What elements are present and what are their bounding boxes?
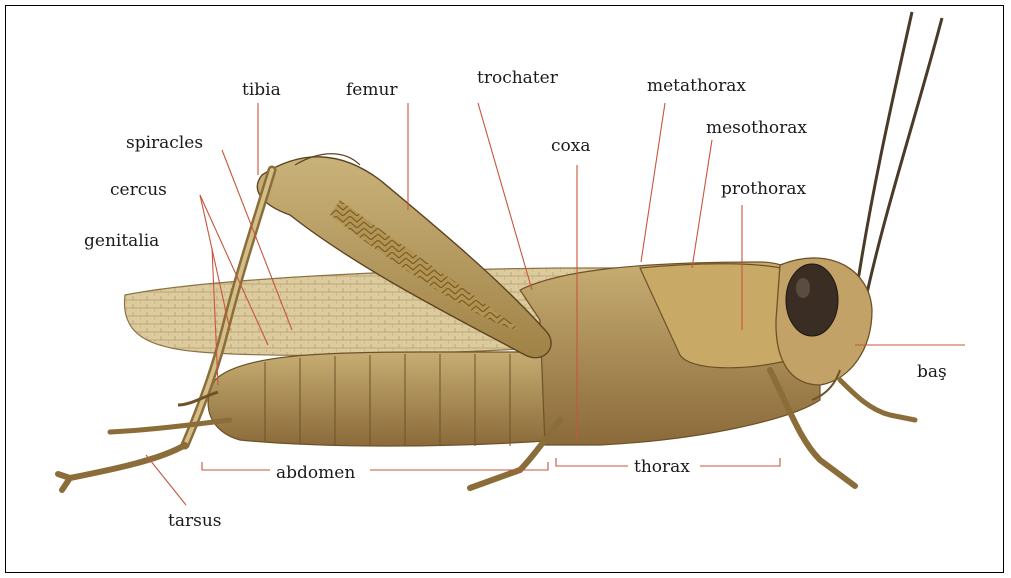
- label-genitalia: genitalia: [84, 231, 159, 251]
- mid-leg-2: [110, 420, 230, 432]
- hind-tarsus: [58, 445, 185, 490]
- label-thorax: thorax: [634, 457, 690, 477]
- front-leg-2: [840, 380, 915, 420]
- label-prothorax: prothorax: [721, 179, 807, 199]
- label-mesothorax: mesothorax: [706, 118, 807, 138]
- label-trochater: trochater: [477, 68, 559, 88]
- label-tarsus: tarsus: [168, 511, 222, 531]
- label-spiracles: spiracles: [126, 133, 203, 153]
- antenna-right: [865, 18, 942, 302]
- leader-trochater: [478, 103, 532, 290]
- bracket-abdomen: [202, 462, 548, 470]
- label-abdomen: abdomen: [276, 463, 355, 483]
- label-femur: femur: [346, 80, 398, 100]
- abdomen-body: [208, 352, 560, 446]
- leader-metathorax: [641, 103, 665, 262]
- label-tibia: tibia: [242, 80, 281, 100]
- label-cercus: cercus: [110, 180, 167, 200]
- compound-eye: [786, 264, 838, 336]
- leader-mesothorax: [692, 140, 712, 268]
- label-coxa: coxa: [551, 136, 590, 156]
- label-bas: baş: [917, 362, 947, 382]
- leader-tarsus: [146, 455, 186, 505]
- label-metathorax: metathorax: [647, 76, 746, 96]
